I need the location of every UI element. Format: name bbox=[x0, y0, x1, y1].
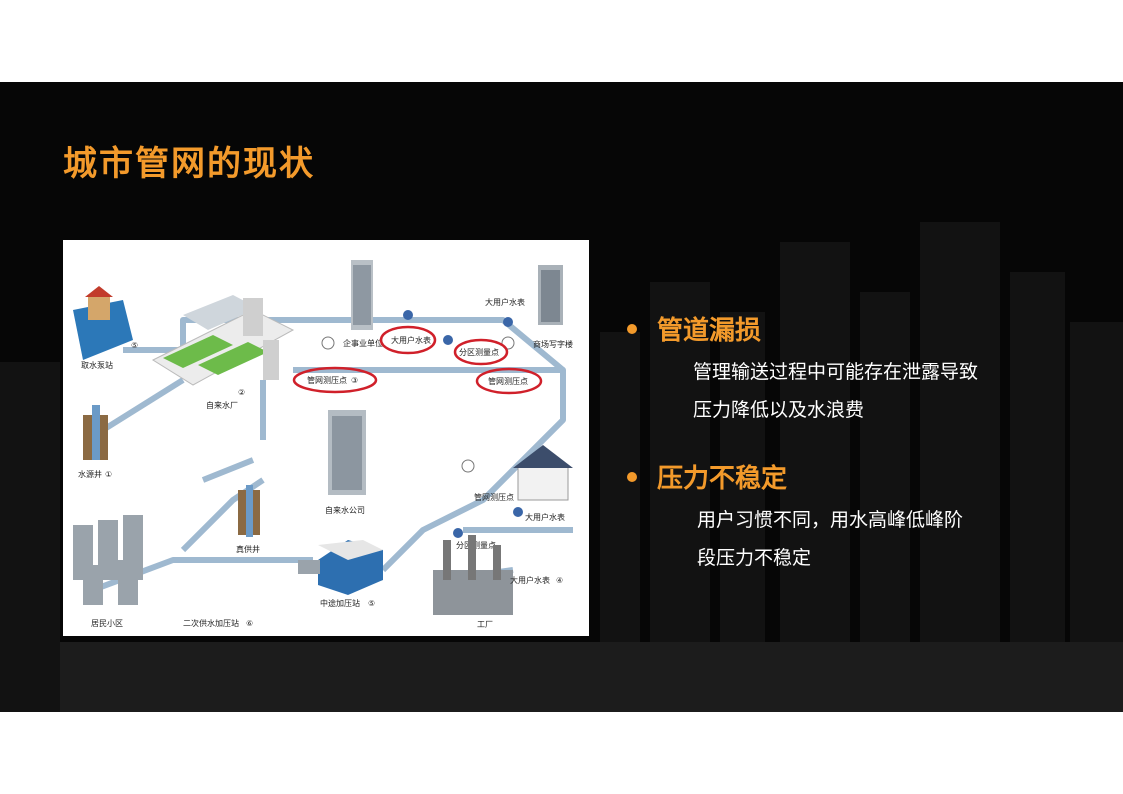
bullet-leakage: 管道漏损 bbox=[627, 310, 761, 347]
svg-text:水源井: 水源井 bbox=[78, 469, 102, 479]
svg-text:大用户水表: 大用户水表 bbox=[391, 335, 431, 345]
slide: 城市管网的现状 取水泵站 ⑤ bbox=[0, 82, 1123, 712]
svg-text:分区测量点: 分区测量点 bbox=[459, 348, 499, 357]
svg-text:企事业单位: 企事业单位 bbox=[343, 338, 383, 348]
bullet-title-leakage: 管道漏损 bbox=[657, 316, 762, 346]
svg-text:大用户水表: 大用户水表 bbox=[525, 512, 565, 522]
svg-text:大用户水表: 大用户水表 bbox=[485, 297, 525, 307]
water-plant-icon bbox=[151, 295, 295, 386]
svg-text:居民小区: 居民小区 bbox=[91, 619, 123, 628]
bullet-pressure: 压力不稳定 bbox=[627, 458, 787, 495]
factory-icon bbox=[433, 535, 513, 615]
svg-text:真供井: 真供井 bbox=[236, 544, 260, 554]
desc-line: 用户习惯不同，用水高峰低峰阶 bbox=[697, 509, 964, 531]
svg-text:管网测压点: 管网测压点 bbox=[488, 376, 528, 386]
mall-tower-icon bbox=[538, 265, 563, 325]
svg-text:大用户水表: 大用户水表 bbox=[510, 575, 550, 585]
svg-text:⑥: ⑥ bbox=[246, 619, 253, 628]
desc-line: 压力降低以及水浪费 bbox=[693, 399, 865, 421]
bullet-desc-pressure: 用户习惯不同，用水高峰低峰阶 段压力不稳定 bbox=[697, 501, 963, 577]
svg-text:取水泵站: 取水泵站 bbox=[81, 360, 113, 370]
water-company-icon bbox=[328, 410, 366, 495]
svg-text:自来水公司: 自来水公司 bbox=[325, 505, 365, 515]
page-title: 城市管网的现状 bbox=[63, 144, 315, 184]
svg-text:工厂: 工厂 bbox=[477, 620, 493, 629]
city-skyline-background bbox=[0, 222, 1123, 712]
bullet-dot bbox=[627, 471, 637, 482]
pipe-network-diagram: 取水泵站 ⑤ 自来水厂 ② 水源井 ① bbox=[63, 240, 589, 636]
svg-text:②: ② bbox=[238, 388, 245, 397]
svg-text:④: ④ bbox=[556, 576, 563, 585]
residential-buildings-icon bbox=[73, 515, 143, 605]
desc-line: 管理输送过程中可能存在泄露导致 bbox=[693, 361, 979, 383]
intake-pump-station-icon bbox=[73, 286, 133, 360]
svg-text:①: ① bbox=[105, 470, 112, 479]
svg-text:中途加压站: 中途加压站 bbox=[320, 598, 360, 608]
svg-text:③: ③ bbox=[351, 376, 358, 385]
svg-text:管网测压点: 管网测压点 bbox=[307, 375, 347, 385]
bullet-desc-leakage: 管理输送过程中可能存在泄露导致 压力降低以及水浪费 bbox=[693, 353, 978, 429]
svg-text:商场写字楼: 商场写字楼 bbox=[533, 339, 573, 349]
water-source-well-icon bbox=[83, 405, 108, 460]
residential-house-icon bbox=[513, 445, 573, 501]
svg-text:⑤: ⑤ bbox=[131, 341, 138, 350]
desc-line: 段压力不稳定 bbox=[697, 547, 812, 569]
svg-text:自来水厂: 自来水厂 bbox=[206, 400, 238, 410]
svg-text:管网测压点: 管网测压点 bbox=[474, 492, 514, 502]
bullet-title-pressure: 压力不稳定 bbox=[657, 464, 788, 494]
booster-station-icon bbox=[298, 540, 383, 595]
office-tower-icon bbox=[351, 260, 373, 330]
svg-text:二次供水加压站: 二次供水加压站 bbox=[183, 618, 239, 628]
svg-text:⑤: ⑤ bbox=[368, 599, 375, 608]
supply-well-icon bbox=[238, 485, 260, 537]
bullet-dot bbox=[627, 323, 637, 334]
